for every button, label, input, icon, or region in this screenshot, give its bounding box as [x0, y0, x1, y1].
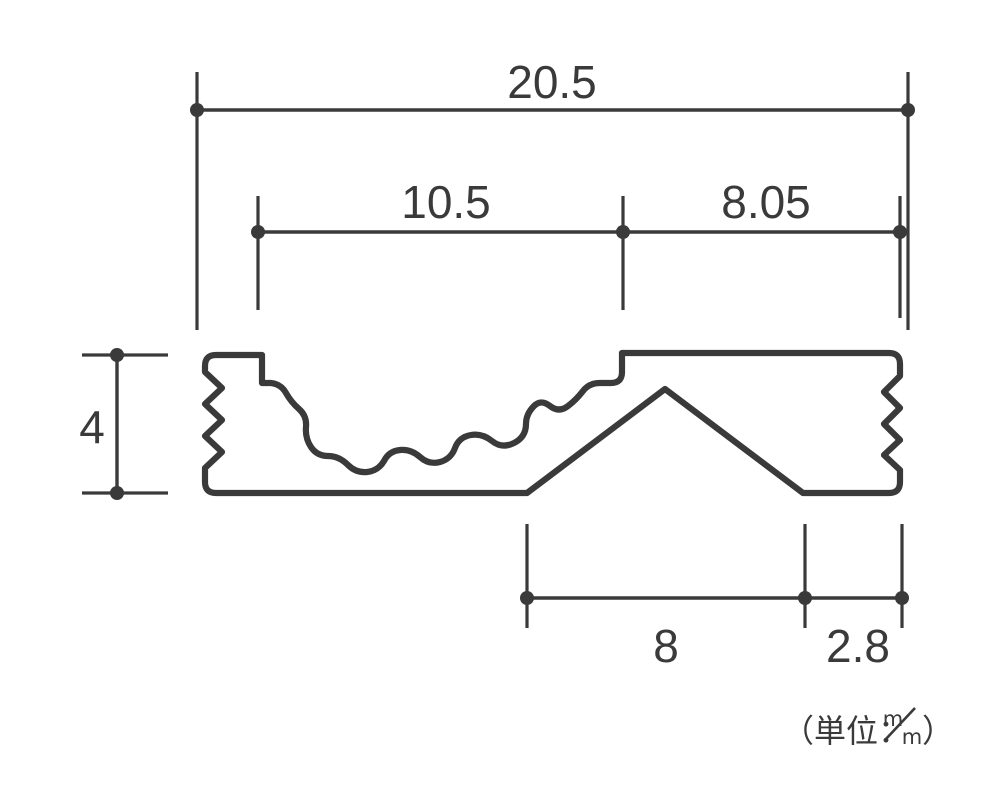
dimension-row-middle: 10.5 8.05: [251, 176, 907, 318]
unit-note-open-text: （単位：: [782, 712, 910, 750]
dimension-label-height: 4: [79, 401, 105, 453]
dimension-endpoint-dot-left-overall: [190, 103, 204, 117]
profile-cross-section: [201, 349, 904, 497]
dimension-endpoint-dot-right-overall: [901, 103, 915, 117]
dimension-label-left-segment: 10.5: [401, 176, 491, 228]
unit-note-numerator: m: [883, 707, 903, 731]
unit-note-close-text: ）: [922, 712, 954, 750]
dimension-endpoint-dot-right-segment-end: [893, 225, 907, 239]
dimension-endpoint-dot-top-height: [110, 348, 124, 362]
dimension-label-bottom-left-segment: 8: [653, 620, 679, 672]
unit-note: （単位： m m ）: [782, 707, 954, 750]
dimension-height: 4: [79, 348, 168, 500]
dimension-endpoint-dot-bottom-right: [895, 591, 909, 605]
dimension-endpoint-dot-bottom-left: [520, 591, 534, 605]
dimension-row-bottom: 8 2.8: [520, 524, 909, 672]
dimension-label-bottom-right-segment: 2.8: [826, 620, 890, 672]
dimension-endpoint-dot-left-segment-start: [251, 225, 265, 239]
unit-note-fraction-slash: [884, 707, 916, 741]
dimension-endpoint-dot-bottom-height: [110, 486, 124, 500]
dimension-endpoint-dot-bottom-divider: [798, 591, 812, 605]
dimension-overall-width: 20.5: [190, 56, 915, 330]
dimension-label-right-segment: 8.05: [721, 176, 811, 228]
profile-outline-path: [201, 349, 904, 497]
dimension-label-overall-width: 20.5: [507, 56, 597, 108]
unit-note-denominator: m: [902, 725, 922, 749]
dimension-endpoint-dot-segment-divider: [616, 225, 630, 239]
